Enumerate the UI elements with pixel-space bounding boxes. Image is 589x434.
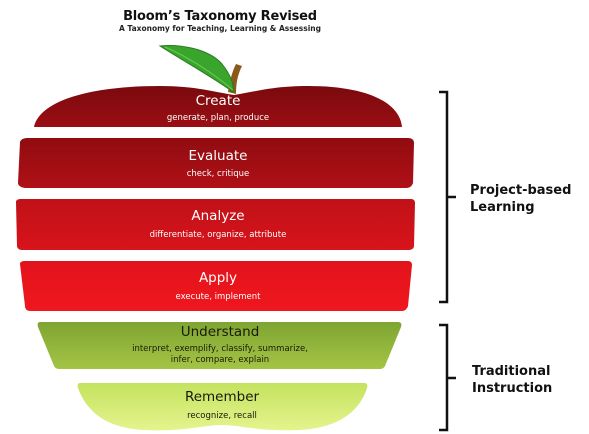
level-remember-band	[77, 383, 368, 431]
level-analyze-band	[16, 199, 415, 250]
level-understand-label: Understand	[181, 324, 260, 340]
level-understand-band	[37, 322, 402, 369]
level-apply-verbs: execute, implement	[176, 292, 262, 302]
project-based-learning-label: Project-based Learning	[470, 182, 571, 216]
level-evaluate-band	[18, 138, 414, 188]
level-remember-verbs: recognize, recall	[187, 411, 257, 421]
traditional-line2: Instruction	[472, 381, 553, 396]
diagram-title: Bloom’s Taxonomy Revised	[123, 9, 317, 24]
level-analyze-label: Analyze	[191, 208, 244, 224]
traditional-line1: Traditional	[472, 364, 551, 379]
apple-leaf	[158, 45, 234, 93]
level-understand-verbs-line1: interpret, exemplify, classify, summariz…	[132, 344, 308, 354]
level-analyze-verbs: differentiate, organize, attribute	[150, 230, 287, 240]
level-evaluate-label: Evaluate	[189, 148, 248, 164]
traditional-instruction-label: Traditional Instruction	[472, 363, 552, 397]
level-create-label: Create	[196, 93, 241, 109]
level-apply-band	[20, 261, 412, 311]
level-create-band	[34, 86, 402, 127]
diagram-subtitle: A Taxonomy for Teaching, Learning & Asse…	[119, 24, 321, 33]
level-create-verbs: generate, plan, produce	[167, 113, 269, 123]
project-based-bracket	[439, 90, 456, 304]
level-understand-verbs-line2: infer, compare, explain	[171, 355, 269, 365]
level-remember-label: Remember	[185, 389, 260, 405]
level-apply-label: Apply	[199, 270, 237, 286]
project-based-line1: Project-based	[470, 183, 572, 198]
project-based-line2: Learning	[470, 200, 535, 215]
traditional-instruction-bracket	[439, 323, 456, 432]
level-evaluate-verbs: check, critique	[187, 169, 250, 179]
